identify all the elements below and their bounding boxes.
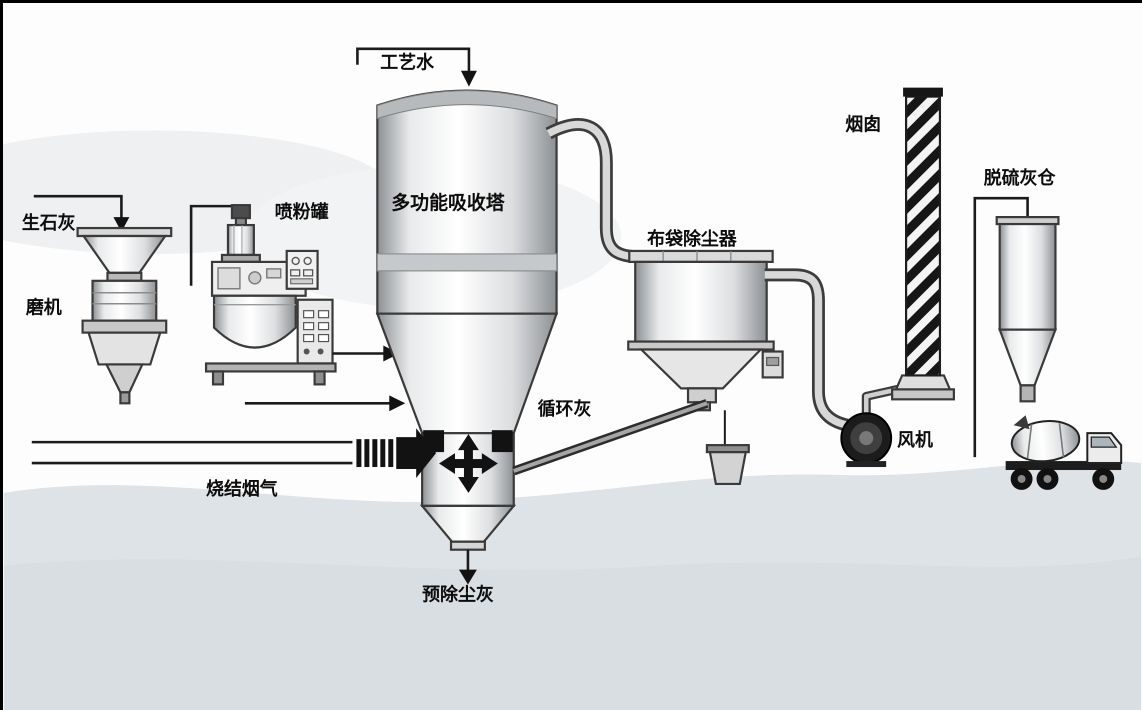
label-sinter-gas: 烧结烟气: [206, 478, 278, 499]
mixer-truck: [1005, 415, 1123, 490]
distributor-cross-icon: [439, 434, 498, 493]
bag-filter: [627, 249, 784, 412]
truck-window: [1090, 436, 1118, 448]
label-fan: 风机: [897, 430, 933, 450]
label-quicklime: 生石灰: [22, 212, 76, 233]
inlet-port-right: [491, 430, 513, 453]
quicklime-feed-line: [33, 194, 130, 233]
circulating-ash-chute: [512, 399, 750, 486]
absorber-outlet-pipe: [545, 118, 657, 264]
process-water-line: [356, 47, 477, 87]
label-powder-tank: 喷粉罐: [275, 201, 329, 222]
label-ash-silo: 脱硫灰仓: [984, 167, 1057, 188]
label-chimney: 烟囱: [845, 113, 881, 134]
desulf-ash-silo: [995, 215, 1060, 403]
arrow-down-icon: [113, 217, 130, 233]
powder-spray-tank: [204, 204, 337, 386]
label-circulating-ash: 循环灰: [538, 398, 592, 419]
label-process-water: 工艺水: [380, 52, 435, 73]
chimney: [891, 87, 955, 401]
label-bag-filter: 布袋除尘器: [647, 228, 738, 249]
fan: [840, 383, 904, 468]
arrow-down-icon: [458, 569, 477, 585]
sinter-gas-duct: [31, 428, 437, 478]
filter-outlet-pipe: [764, 268, 850, 432]
label-absorber: 多功能吸收塔: [391, 191, 506, 214]
silo-feed-line: [973, 196, 1029, 458]
background-wash: [3, 130, 1142, 710]
label-pre-dedust-ash: 预除尘灰: [422, 583, 494, 604]
diagram-labels: 工艺水 生石灰 磨机 喷粉罐 多功能吸收塔 布袋除尘器 烟囱 脱硫灰仓 循环灰 …: [22, 52, 1057, 605]
mill: [76, 226, 173, 405]
arrow-right-icon: [389, 395, 406, 412]
absorber-tower: [375, 89, 559, 551]
pre-dedust-line: [458, 549, 477, 585]
label-mill: 磨机: [25, 297, 62, 318]
arrow-down-icon: [460, 70, 477, 87]
